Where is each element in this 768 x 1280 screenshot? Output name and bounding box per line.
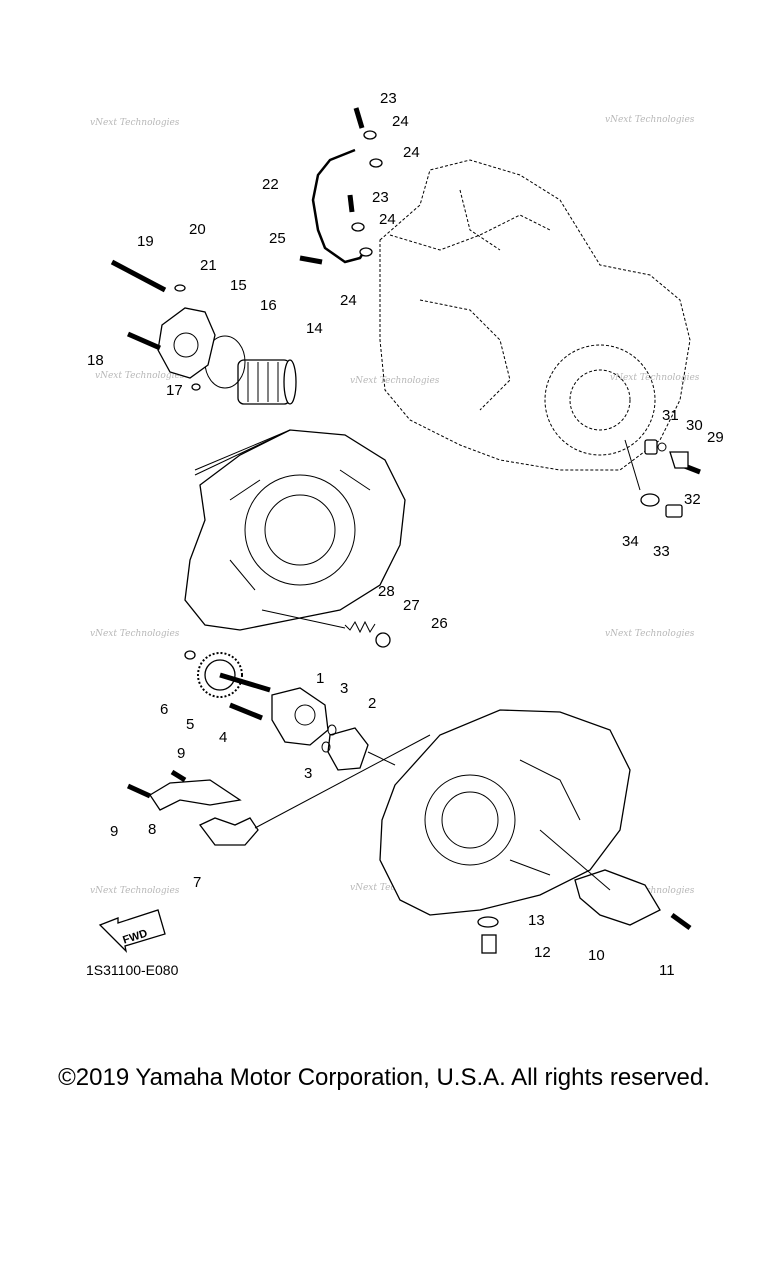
watermark-text: vNext Technologies [90, 118, 180, 128]
callout-28: 28 [378, 583, 395, 600]
callout-32: 32 [684, 491, 701, 508]
hose-fittings [640, 439, 689, 518]
callout-25: 25 [269, 230, 286, 247]
relief-ball [375, 632, 391, 648]
callout-3: 3 [304, 765, 312, 782]
callout-1: 1 [316, 670, 324, 687]
oil-pump [271, 687, 329, 746]
oil-pipe [311, 148, 367, 264]
callout-13: 13 [528, 912, 545, 929]
watermark-group: vNext Technologies vNext Technologies vNex… [90, 115, 700, 896]
callout-23: 23 [372, 189, 389, 206]
o-ring-3 [321, 741, 331, 753]
callout-12: 12 [534, 944, 551, 961]
callout-9: 9 [110, 823, 118, 840]
callout-19: 19 [137, 233, 154, 250]
watermark-text: vNext Technologies [605, 629, 695, 639]
callout-8: 8 [148, 821, 156, 838]
callout-10: 10 [588, 947, 605, 964]
callout-24: 24 [403, 144, 420, 161]
callout-group: 1233456789910111213141516171819202122232… [87, 90, 724, 979]
callout-16: 16 [260, 297, 277, 314]
o-ring-3b [327, 724, 337, 736]
callout-24: 24 [392, 113, 409, 130]
copyright-notice: ©2019 Yamaha Motor Corporation, U.S.A. A… [58, 1064, 710, 1091]
engine-block [379, 159, 691, 471]
callout-24: 24 [379, 211, 396, 228]
drain-bolt [481, 934, 497, 954]
oil-filter [237, 359, 297, 405]
callout-22: 22 [262, 176, 279, 193]
strainer [198, 817, 259, 846]
callout-3: 3 [340, 680, 348, 697]
callout-14: 14 [306, 320, 323, 337]
callout-4: 4 [219, 729, 227, 746]
callout-23: 23 [380, 90, 397, 107]
callout-2: 2 [368, 695, 376, 712]
relief-spring [344, 620, 376, 634]
watermark-text: vNext Technologies [605, 115, 695, 125]
watermark-text: vNext Technologies [90, 629, 180, 639]
crankcase-right [379, 709, 631, 916]
strainer-cover [574, 869, 661, 926]
gasket-13 [477, 916, 499, 928]
callout-11: 11 [659, 962, 675, 979]
filter-cover [157, 307, 216, 379]
callout-33: 33 [653, 543, 670, 560]
watermark-text: vNext Technologies [90, 886, 180, 896]
pump-gasket [327, 727, 369, 771]
callout-9: 9 [177, 745, 185, 762]
fwd-arrow: FWD [98, 909, 166, 953]
watermark-text: vNext Technologies [605, 886, 695, 896]
callout-15: 15 [230, 277, 247, 294]
pump-gear [197, 652, 271, 698]
callout-27: 27 [403, 597, 420, 614]
crankcase-cover [184, 429, 406, 631]
callout-26: 26 [431, 615, 448, 632]
watermark-text: vNext Technologies [95, 371, 185, 381]
washers [174, 130, 383, 660]
watermark-text: vNext Technologies [610, 373, 700, 383]
callout-21: 21 [200, 257, 217, 274]
callout-18: 18 [87, 352, 104, 369]
callout-24: 24 [340, 292, 357, 309]
callout-20: 20 [189, 221, 206, 238]
diagram-code: 1S31100-E080 [86, 962, 179, 978]
callout-17: 17 [166, 382, 183, 399]
oil-guide [149, 779, 242, 811]
callout-30: 30 [686, 417, 703, 434]
callout-31: 31 [662, 407, 679, 424]
callout-6: 6 [160, 701, 168, 718]
leader-lines [194, 429, 641, 891]
callout-29: 29 [707, 429, 724, 446]
bolts [110, 107, 701, 931]
callout-5: 5 [186, 716, 194, 733]
callout-7: 7 [193, 874, 201, 891]
watermark-text: vNext Technologies [350, 376, 440, 386]
callout-34: 34 [622, 533, 639, 550]
